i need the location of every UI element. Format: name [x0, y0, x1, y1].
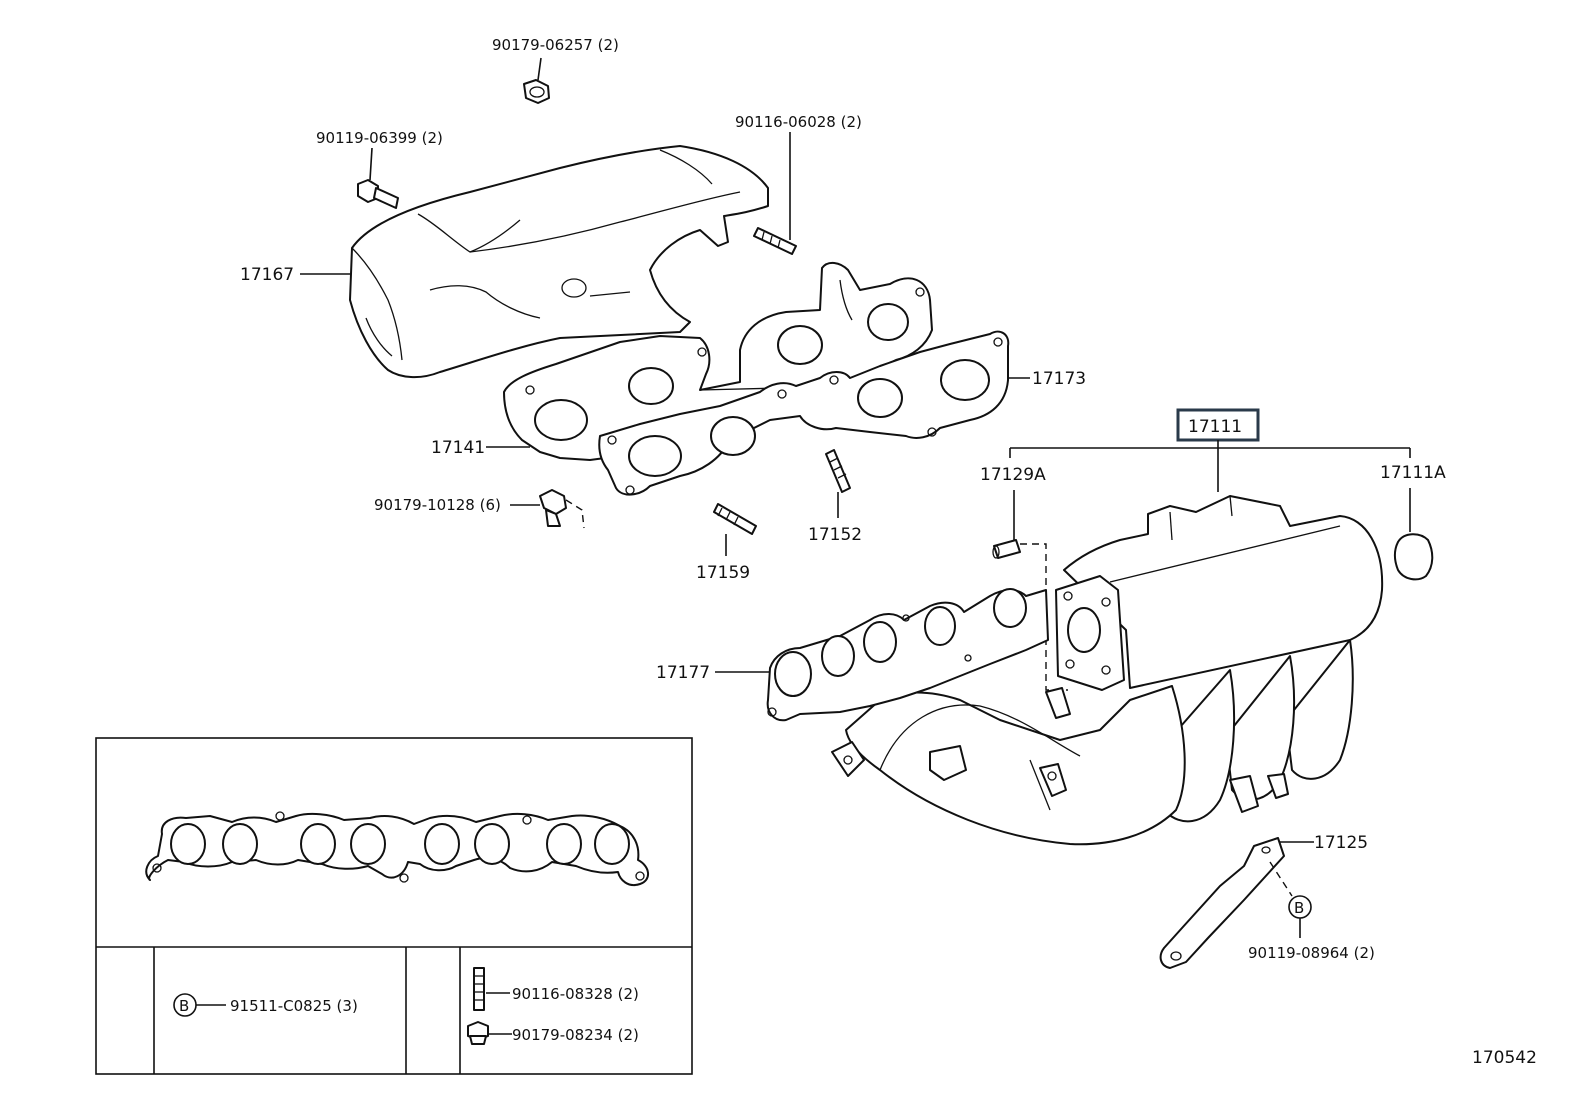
label-cap[interactable]: 17111A — [1380, 463, 1446, 483]
label-detail-nut[interactable]: 90179-08234 (2) — [512, 1026, 639, 1044]
gasket-17173[interactable] — [598, 330, 1030, 496]
bolt-90119-06399[interactable] — [357, 147, 399, 209]
label-manifold-sub[interactable]: 17141 — [431, 438, 485, 458]
cap-17111A[interactable] — [1394, 488, 1434, 581]
label-nut-6[interactable]: 90179-10128 (6) — [374, 496, 501, 514]
label-gasket-b[interactable]: 17177 — [656, 663, 710, 683]
label-main-part[interactable]: 17111 — [1188, 417, 1242, 437]
detail-stud-icon[interactable] — [473, 967, 510, 1011]
nut-90179-06257[interactable] — [523, 57, 550, 104]
label-gasket-a[interactable]: 17173 — [1032, 369, 1086, 389]
detail-ref-b-letter: B — [179, 997, 189, 1015]
label-stay[interactable]: 17125 — [1314, 833, 1368, 853]
stud-17152[interactable] — [825, 449, 851, 518]
heat-insulator-17167[interactable] — [300, 145, 769, 378]
detail-ref-b[interactable]: B — [173, 993, 226, 1017]
label-stud-152[interactable]: 17152 — [808, 525, 862, 545]
label-bolt-b[interactable]: 90119-08964 (2) — [1248, 944, 1375, 962]
manifold-17141[interactable] — [486, 262, 933, 461]
detail-box — [95, 737, 693, 1075]
gasket-17177[interactable] — [715, 588, 1049, 722]
detail-nut-icon[interactable] — [467, 1021, 512, 1045]
ref-b-letter: B — [1294, 899, 1304, 917]
label-detail-stud[interactable]: 90116-08328 (2) — [512, 985, 639, 1003]
stud-90116-06028[interactable] — [753, 132, 797, 255]
ref-b-circle[interactable]: B — [1269, 861, 1312, 938]
label-detail-b[interactable]: 91511-C0825 (3) — [230, 997, 358, 1015]
figure-number: 170542 — [1472, 1048, 1537, 1068]
nut-90179-10128[interactable] — [510, 489, 585, 529]
label-nut-top[interactable]: 90179-06257 (2) — [492, 36, 619, 54]
label-plug[interactable]: 17129A — [980, 465, 1046, 485]
intake-manifold-17111[interactable] — [831, 495, 1384, 846]
stay-17125[interactable] — [1159, 837, 1314, 969]
main-part-label-box[interactable]: 17111 — [1176, 408, 1260, 442]
detail-gasket[interactable] — [145, 811, 649, 886]
label-bolt-top[interactable]: 90119-06399 (2) — [316, 129, 443, 147]
label-insulator[interactable]: 17167 — [240, 265, 294, 285]
label-stud-159[interactable]: 17159 — [696, 563, 750, 583]
label-stud-top[interactable]: 90116-06028 (2) — [735, 113, 862, 131]
stud-17159[interactable] — [713, 503, 757, 556]
